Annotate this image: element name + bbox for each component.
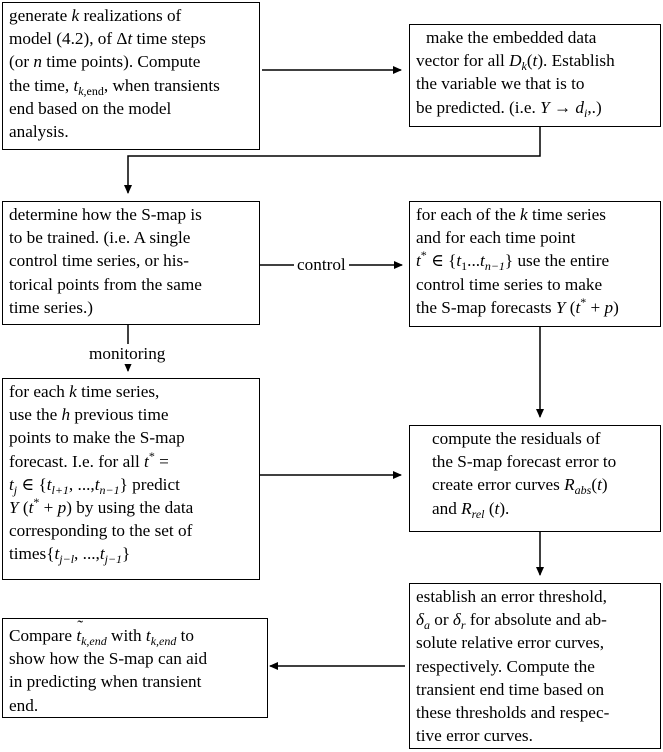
box-generate-realizations: generate k realizations of model (4.2), … (2, 2, 260, 150)
box-error-threshold: establish an error threshold, δa or δr f… (409, 583, 661, 749)
box-compute-residuals: compute the residuals of the S-map forec… (409, 425, 661, 532)
box-monitoring-forecast: for each k time series, use the h previo… (2, 378, 260, 580)
box-training-method: determine how the S-map is to be trained… (2, 201, 260, 325)
box-compare-end-times: Compare tk,end with tk,end to show how t… (2, 615, 268, 718)
edge-label-monitoring: monitoring (86, 344, 169, 364)
edge-label-control: control (294, 255, 349, 275)
arrow-embed-to-train (124, 127, 541, 194)
box-embedded-data-vector: make the embedded data vector for all Dk… (409, 24, 661, 127)
tilde-accent: t (76, 615, 82, 647)
box-control-forecast: for each of the k time series and for ea… (409, 201, 661, 327)
